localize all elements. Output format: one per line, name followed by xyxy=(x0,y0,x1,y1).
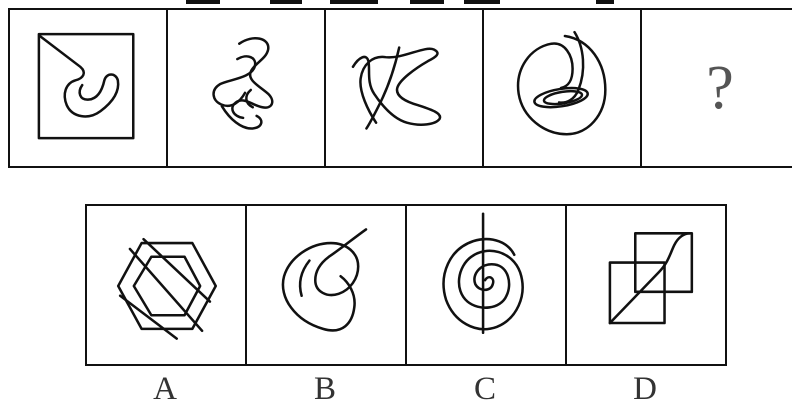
sequence-figure-4 xyxy=(482,8,642,168)
crop-mark xyxy=(410,0,444,4)
option-d-figure[interactable] xyxy=(565,204,727,366)
hexagon-diagonal-lines-icon xyxy=(87,206,245,364)
twisted-loop-curve-icon xyxy=(168,10,324,166)
sequence-figure-3 xyxy=(324,8,484,168)
option-label-b[interactable]: B xyxy=(245,373,405,406)
crop-mark xyxy=(270,0,302,4)
crop-mark xyxy=(330,0,378,4)
ellipse-spiral-curve-icon xyxy=(484,10,640,166)
overlapping-squares-diagonal-icon xyxy=(567,206,725,364)
crossed-loop-curve-icon xyxy=(326,10,482,166)
option-labels: A B C D xyxy=(85,373,725,406)
question-mark: ? xyxy=(642,10,792,166)
crop-mark xyxy=(464,0,500,4)
option-label-d[interactable]: D xyxy=(565,373,725,406)
round-spiral-curve-icon xyxy=(247,206,405,364)
sequence-figure-1 xyxy=(8,8,168,168)
option-c-figure[interactable] xyxy=(405,204,567,366)
answer-options-row xyxy=(85,204,727,366)
square-hook-curve-icon xyxy=(10,10,166,166)
option-b-figure[interactable] xyxy=(245,204,407,366)
option-a-figure[interactable] xyxy=(85,204,247,366)
crop-mark xyxy=(186,0,220,4)
sequence-figure-2 xyxy=(166,8,326,168)
concentric-spiral-vertical-line-icon xyxy=(407,206,565,364)
crop-mark xyxy=(596,0,614,4)
option-label-a[interactable]: A xyxy=(85,373,245,406)
sequence-row: ? xyxy=(8,8,792,168)
option-label-c[interactable]: C xyxy=(405,373,565,406)
sequence-figure-missing: ? xyxy=(640,8,792,168)
